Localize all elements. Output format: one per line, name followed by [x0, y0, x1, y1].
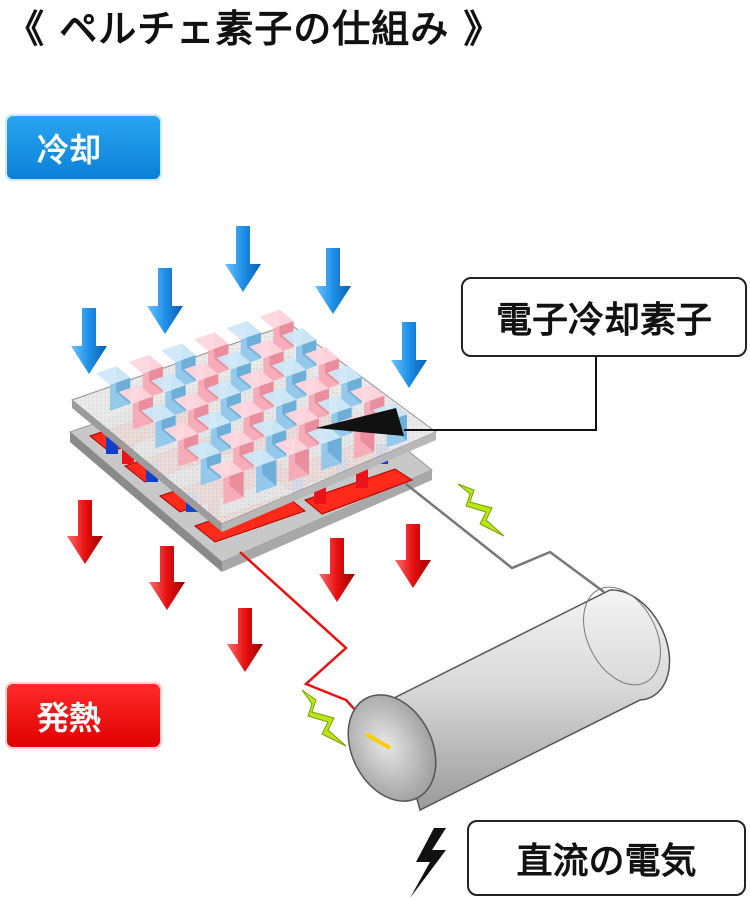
pink-pellet-top	[229, 399, 264, 419]
lightning-icon	[410, 828, 446, 898]
down-arrow-icon	[149, 546, 185, 610]
pink-pellet-top	[128, 354, 163, 374]
pink-pellet-top	[173, 392, 209, 411]
blue-pellet-top	[161, 343, 196, 363]
label-pointer	[316, 408, 404, 436]
pink-pellet-top	[183, 362, 219, 381]
blue-pellet-top	[281, 328, 317, 347]
blue-pellet-top	[216, 350, 251, 370]
blue-pellet-top	[251, 418, 287, 437]
negative-wire	[405, 483, 605, 594]
down-arrow-icon	[319, 538, 355, 602]
pink-pellet-top	[193, 332, 229, 351]
blue-pellet-top	[151, 373, 186, 393]
blue-pellet-top	[141, 403, 176, 423]
down-arrow-icon	[391, 322, 427, 388]
pink-pellet-top	[304, 346, 339, 366]
spark-icon	[301, 483, 505, 747]
down-arrow-icon	[67, 500, 103, 564]
down-arrow-icon	[227, 608, 263, 672]
pink-pellet-top	[259, 309, 294, 329]
cooling-badge: 冷却	[5, 114, 162, 181]
blue-pellet-top	[206, 380, 241, 400]
pink-pellet-top	[349, 384, 385, 403]
blue-pellet-top	[271, 358, 307, 377]
down-arrow-icon	[147, 268, 183, 334]
blue-pellet-top	[186, 440, 221, 460]
pink-pellet-top	[118, 384, 153, 404]
blue-pellet-top	[196, 410, 231, 430]
dc-label: 直流の電気	[467, 820, 746, 896]
blue-pellet-top	[95, 366, 131, 385]
blue-pellet-top	[307, 425, 342, 445]
pink-pellet-top	[209, 459, 244, 479]
blue-pellet-top	[317, 395, 352, 415]
down-arrow-icon	[395, 524, 431, 588]
down-arrow-icon	[315, 248, 351, 314]
pink-pellet-top	[219, 429, 254, 449]
pink-pellet-top	[163, 422, 199, 441]
heating-arrows	[67, 500, 431, 672]
page-title: 《 ペルチェ素子の仕組み 》	[6, 7, 503, 51]
blue-pellet-top	[226, 320, 261, 340]
thermoelectric-pellets	[95, 309, 407, 505]
element-leader-line	[404, 357, 597, 431]
down-arrow-icon	[225, 226, 261, 292]
blue-pellet-top	[261, 388, 297, 407]
cooling-arrows	[71, 226, 427, 388]
pink-pellet-top	[294, 376, 329, 396]
battery-icon	[347, 586, 671, 812]
heating-badge: 発熱	[5, 682, 162, 749]
element-label: 電子冷却素子	[461, 277, 747, 357]
pink-pellet-top	[284, 406, 319, 426]
pink-pellet-top	[249, 339, 284, 359]
down-arrow-icon	[71, 308, 107, 374]
pink-pellet-top	[274, 436, 309, 456]
pink-pellet-top	[239, 369, 274, 389]
blue-pellet-top	[241, 448, 277, 467]
blue-pellet-top	[327, 365, 362, 385]
